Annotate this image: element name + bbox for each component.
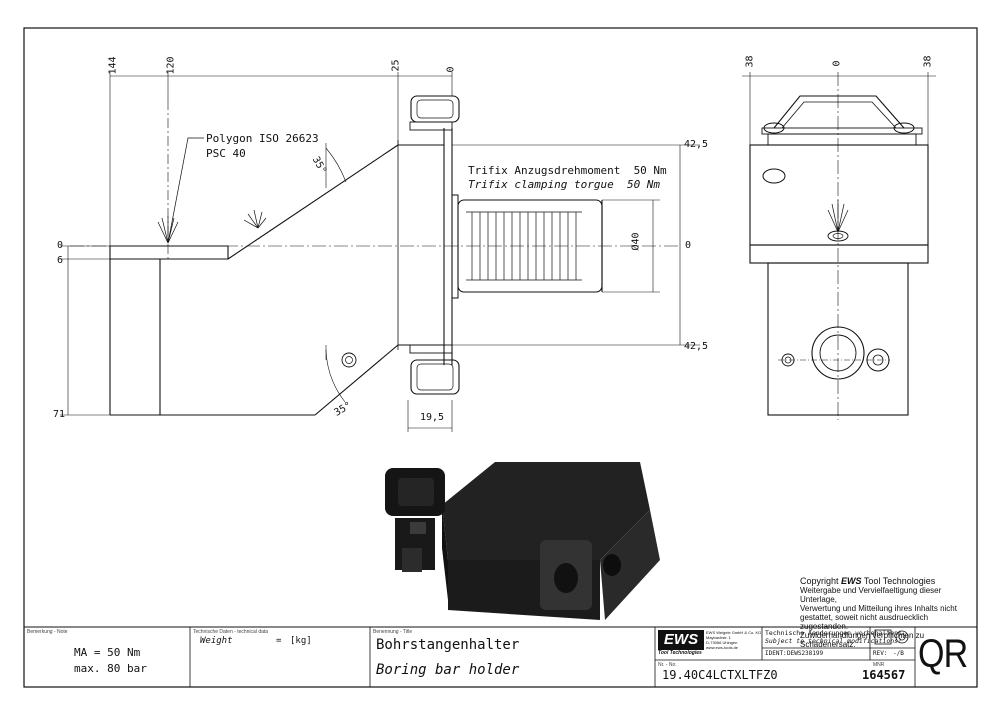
copyright-prefix: Copyright xyxy=(800,576,842,586)
changes-de: Technische Aenderungen vorbehalten! xyxy=(765,629,902,637)
remark-line1: MA = 50 Nm xyxy=(74,646,141,659)
nr-value: 19.40C4LCTXLTFZ0 xyxy=(662,668,778,682)
side-dimensions xyxy=(742,72,936,145)
front-view xyxy=(70,95,680,416)
torque-note-en: Trifix clamping torgue 50 Nm xyxy=(468,178,661,191)
dim-71-left: 71 xyxy=(53,409,66,420)
ident-label: IDENT: xyxy=(765,650,787,657)
remark-label: Bemerkung - Note xyxy=(27,629,68,635)
changes-en: Subject to technical modifications! xyxy=(765,637,902,645)
copyright-line: Zuwiderhandlungen verpflichten zu Schade… xyxy=(800,631,925,649)
ews-logo: EWS xyxy=(658,630,704,650)
rev-value: -/B xyxy=(893,650,904,657)
dim-42-5-top: 42,5 xyxy=(684,139,709,150)
ews-logo-sub: Tool Technologies xyxy=(658,650,702,656)
copyright-line: Verwertung und Mitteilung ihres Inhalts … xyxy=(800,604,957,613)
copyright-block: Copyright EWS Tool Technologies Weiterga… xyxy=(800,576,976,650)
title-block-grid xyxy=(189,627,916,687)
isometric-render xyxy=(385,462,660,620)
ident-value: DEWS238199 xyxy=(787,650,824,657)
dim-120: 120 xyxy=(165,56,177,75)
polygon-note-line1: Polygon ISO 26623 xyxy=(206,132,319,145)
dim-0-left: 0 xyxy=(57,240,64,251)
dim-0-side: 0 xyxy=(831,60,843,67)
dim-38-right: 38 xyxy=(922,55,934,68)
title-en: Boring bar holder xyxy=(376,662,520,678)
qr-marker: QR xyxy=(918,632,968,676)
dim-6-left: 6 xyxy=(57,255,64,266)
front-dimensions xyxy=(60,72,700,432)
weight-eq: = xyxy=(276,636,282,646)
dim-25: 25 xyxy=(390,59,402,72)
nr-label: Nr. - No. xyxy=(658,662,677,668)
dim-0-top: 0 xyxy=(445,66,457,73)
side-view xyxy=(749,72,929,420)
dim-42-5-bottom: 42,5 xyxy=(684,341,709,352)
company-line: EWS Weigele GmbH & Co. KG xyxy=(706,630,762,635)
company-line: D-73066 Uhingen xyxy=(706,640,738,645)
dim-diameter-40: Ø40 xyxy=(630,232,642,251)
title-de: Bohrstangenhalter xyxy=(376,637,520,653)
mnr-label: MNR xyxy=(873,662,885,668)
copyright-line: gestattet, soweit nicht ausdruecklich zu… xyxy=(800,613,929,631)
polygon-note-line2: PSC 40 xyxy=(206,147,246,160)
dim-0-right: 0 xyxy=(685,240,692,251)
copyright-suffix: Tool Technologies xyxy=(861,576,936,586)
torque-note-de: Trifix Anzugsdrehmoment 50 Nm xyxy=(468,164,667,177)
dim-38-left: 38 xyxy=(744,55,756,68)
copyright-brand: EWS xyxy=(841,576,862,586)
weight-unit: [kg] xyxy=(290,636,312,646)
drawing-frame xyxy=(23,27,978,688)
dim-144: 144 xyxy=(107,56,119,75)
weight-label: Weight xyxy=(200,636,233,646)
dim-19-5: 19,5 xyxy=(420,412,445,423)
mnr-value: 164567 xyxy=(862,668,906,682)
title-label: Benennung - Title xyxy=(373,629,413,635)
company-line: Maybachstr. 1 xyxy=(706,635,731,640)
copyright-line: Weitergabe und Vervielfaeltigung dieser … xyxy=(800,586,942,604)
tech-data-label: Technische Daten - technical data xyxy=(193,629,269,635)
rev-label: REV: xyxy=(873,650,888,657)
company-address: EWS Weigele GmbH & Co. KG Maybachstr. 1 … xyxy=(706,630,761,650)
remark-line2: max. 80 bar xyxy=(74,662,147,675)
company-line: www.ews-tools.de xyxy=(706,645,739,650)
